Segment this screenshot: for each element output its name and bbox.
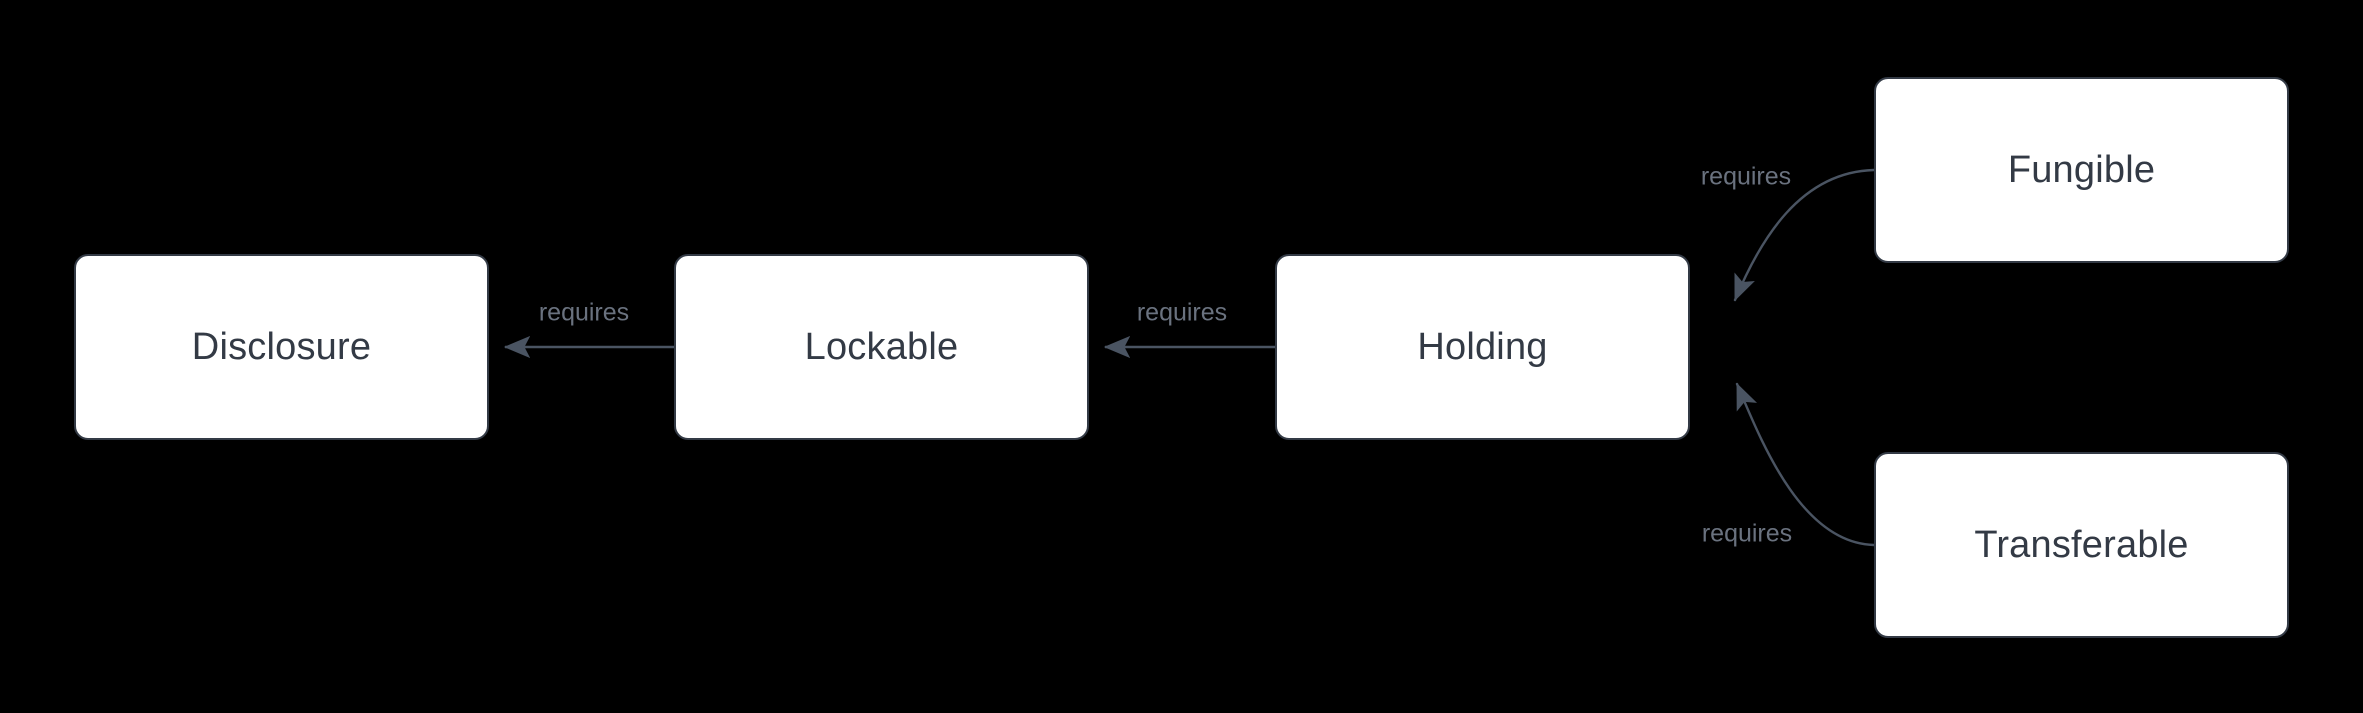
node-holding[interactable]: Holding: [1275, 254, 1690, 440]
edge-label-transferable-requires-holding: requires: [1701, 519, 1793, 548]
edge-label-holding-requires-lockable: requires: [1136, 298, 1228, 327]
node-transferable[interactable]: Transferable: [1874, 452, 2289, 638]
node-disclosure[interactable]: Disclosure: [74, 254, 489, 440]
node-label-fungible: Fungible: [2007, 149, 2156, 191]
node-label-transferable: Transferable: [1974, 524, 2189, 566]
node-label-holding: Holding: [1417, 326, 1548, 368]
edge-label-lockable-requires-disclosure: requires: [538, 298, 630, 327]
edge-label-fungible-requires-holding: requires: [1700, 162, 1792, 191]
node-label-lockable: Lockable: [804, 326, 959, 368]
node-label-disclosure: Disclosure: [191, 326, 372, 368]
node-fungible[interactable]: Fungible: [1874, 77, 2289, 263]
node-lockable[interactable]: Lockable: [674, 254, 1089, 440]
